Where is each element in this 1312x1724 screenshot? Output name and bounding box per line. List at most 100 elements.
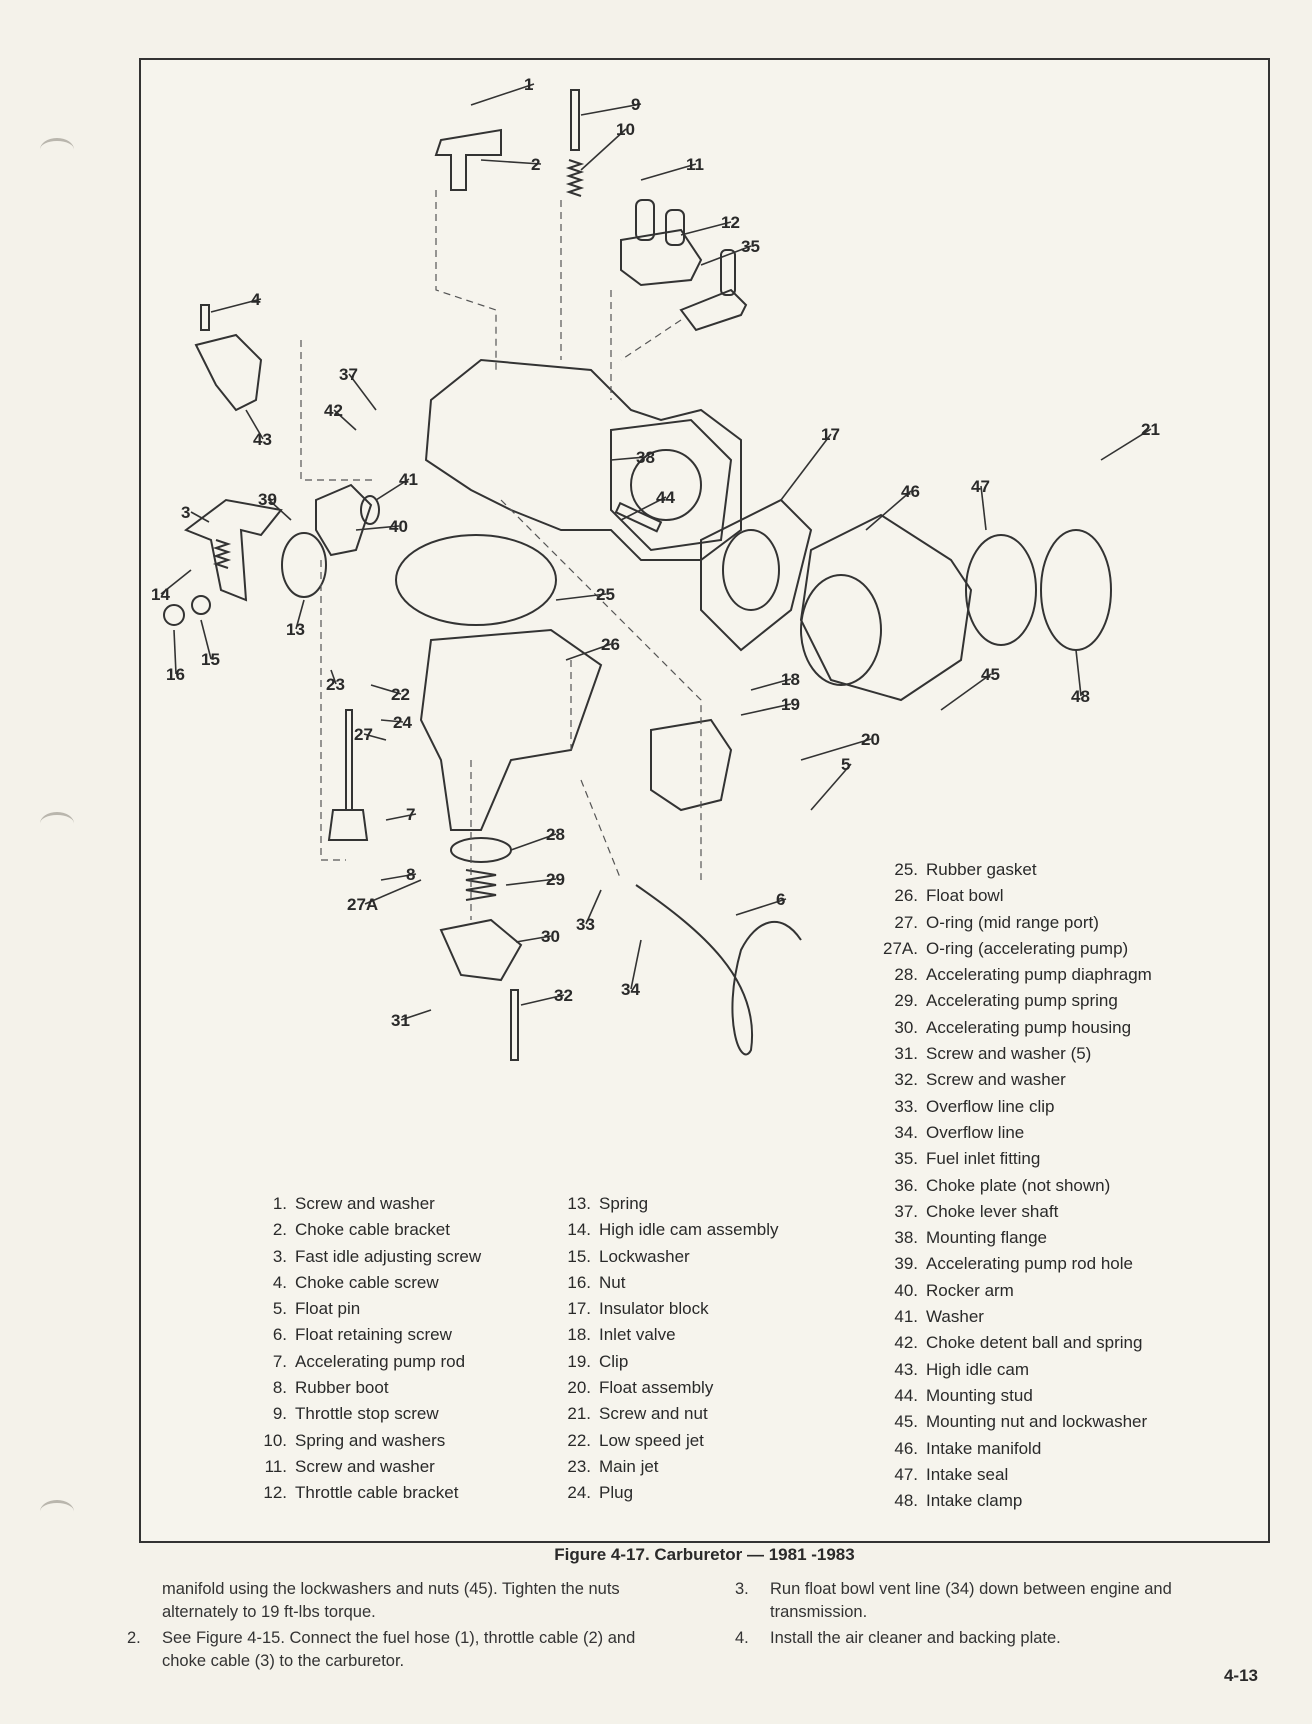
legend-item: 16. Nut [551, 1270, 779, 1296]
legend-number: 28. [894, 965, 918, 985]
legend-item: 20.Float assembly [551, 1375, 779, 1401]
legend-item: 46.Intake manifold [866, 1436, 1152, 1462]
callout-label-35: 35 [741, 237, 760, 256]
punch-hole-mark [40, 138, 74, 161]
callout-label-16: 16 [166, 665, 185, 684]
legend-item: 29.Accelerating pump spring [866, 988, 1152, 1014]
callout-label-26: 26 [601, 635, 620, 654]
spring-ring-13 [281, 532, 327, 598]
callout-label-22: 22 [391, 685, 410, 704]
callout-label-9: 9 [631, 95, 640, 114]
legend-number: 32. [894, 1070, 918, 1090]
step-text: Run float bowl vent line (34) down betwe… [770, 1580, 1172, 1621]
legend-item: 7.Accelerating pump rod [251, 1349, 481, 1375]
callout-label-48: 48 [1071, 687, 1090, 706]
legend-number: 38. [894, 1228, 918, 1248]
legend-number: 27A. [883, 938, 918, 958]
legend-label: Rocker arm [926, 1280, 1014, 1300]
callout-label-47: 47 [971, 477, 990, 496]
callout-label-28: 28 [546, 825, 565, 844]
legend-number: 10. [263, 1430, 287, 1450]
step-text: See Figure 4-15. Connect the fuel hose (… [162, 1629, 636, 1670]
diagram-parts [163, 89, 1112, 1061]
legend-number: 6. [272, 1325, 287, 1345]
callout-label-10: 10 [616, 120, 635, 139]
legend-number: 5. [272, 1299, 287, 1319]
legend-number: 46. [894, 1438, 918, 1458]
legend-number: 30. [894, 1017, 918, 1037]
instruction-paragraph: manifold using the lockwashers and nuts … [162, 1578, 642, 1624]
legend-item: 34.Overflow line [866, 1120, 1152, 1146]
callout-leader-line [810, 763, 852, 811]
legend-label: Accelerating pump rod hole [926, 1254, 1133, 1274]
step-number: 2. [127, 1629, 141, 1647]
mounting-stud-44 [614, 501, 663, 533]
legend-number: 16. [567, 1272, 591, 1292]
callout-label-17: 17 [821, 425, 840, 444]
callout-label-27a: 27A [347, 895, 378, 914]
legend-item: 31.Screw and washer (5) [866, 1041, 1152, 1067]
legend-number: 27. [894, 912, 918, 932]
legend-number: 43. [894, 1359, 918, 1379]
legend-item: 27A.O-ring (accelerating pump) [866, 936, 1152, 962]
screw-32 [510, 989, 519, 1061]
legend-label: Mounting flange [926, 1228, 1047, 1248]
callout-label-19: 19 [781, 695, 800, 714]
legend-number: 39. [894, 1254, 918, 1274]
legend-label: Float retaining screw [295, 1325, 452, 1345]
callout-leader-line [470, 83, 535, 106]
callout-leader-line [680, 221, 732, 236]
legend-label: Fuel inlet fitting [926, 1149, 1041, 1169]
legend-label: Screw and washer [295, 1456, 435, 1476]
callout-leader-line [700, 245, 752, 266]
legend-item: 42.Choke detent ball and spring [866, 1330, 1152, 1356]
legend-item: 47.Intake seal [866, 1462, 1152, 1488]
callout-leader-line [333, 409, 357, 431]
legend-label: Accelerating pump diaphragm [926, 965, 1152, 985]
throttle-stop-screw-9 [570, 89, 580, 151]
callout-label-25: 25 [596, 585, 615, 604]
legend-item: 32.Screw and washer [866, 1067, 1152, 1093]
legend-label: Screw and washer [295, 1194, 435, 1213]
legend-item: 35.Fuel inlet fitting [866, 1146, 1152, 1172]
legend-item: 8.Rubber boot [251, 1375, 481, 1401]
callout-label-37: 37 [339, 365, 358, 384]
legend-number: 8. [272, 1378, 287, 1398]
legend-item: 11.Screw and washer [251, 1454, 481, 1480]
legend-label: Nut [599, 1272, 626, 1292]
legend-item: 18.Inlet valve [551, 1322, 779, 1348]
legend-label: Overflow line clip [926, 1096, 1055, 1116]
callout-label-42: 42 [324, 401, 343, 420]
instruction-paragraph: 2. See Figure 4-15. Connect the fuel hose… [127, 1627, 642, 1673]
legend-label: Throttle cable bracket [295, 1483, 459, 1503]
fitting-stem [720, 249, 736, 296]
legend-label: Insulator block [599, 1299, 709, 1319]
legend-number: 14. [567, 1220, 591, 1240]
callout-label-41: 41 [399, 470, 418, 489]
callout-label-43: 43 [253, 430, 272, 449]
legend-item: 12.Throttle cable bracket [251, 1480, 481, 1506]
legend-number: 26. [894, 886, 918, 906]
rubber-gasket-25 [395, 534, 557, 626]
legend-number: 41. [894, 1307, 918, 1327]
carburetor-body [424, 358, 742, 561]
legend-number: 15. [567, 1246, 591, 1266]
legend-item: 19.Clip [551, 1349, 779, 1375]
legend-number: 31. [894, 1044, 918, 1064]
throttle-bracket-post [665, 209, 685, 246]
callout-label-14: 14 [151, 585, 170, 604]
callout-label-11: 11 [686, 155, 704, 174]
callout-leader-line [348, 373, 377, 411]
mounting-flange-38 [610, 418, 733, 552]
legend-number: 20. [567, 1378, 591, 1398]
callout-leader-line [630, 939, 642, 990]
diagram-callouts: 1234567891011121314151617181920212223242… [151, 75, 1160, 1030]
callout-leader-line [375, 478, 410, 501]
legend-number: 33. [894, 1096, 918, 1116]
legend-number: 18. [567, 1325, 591, 1345]
legend-item: 37.Choke lever shaft [866, 1199, 1152, 1225]
legend-number: 19. [567, 1351, 591, 1371]
callout-leader-line [364, 879, 422, 905]
legend-label: Float pin [295, 1299, 361, 1319]
legend-item: 14.High idle cam assembly [551, 1217, 778, 1243]
